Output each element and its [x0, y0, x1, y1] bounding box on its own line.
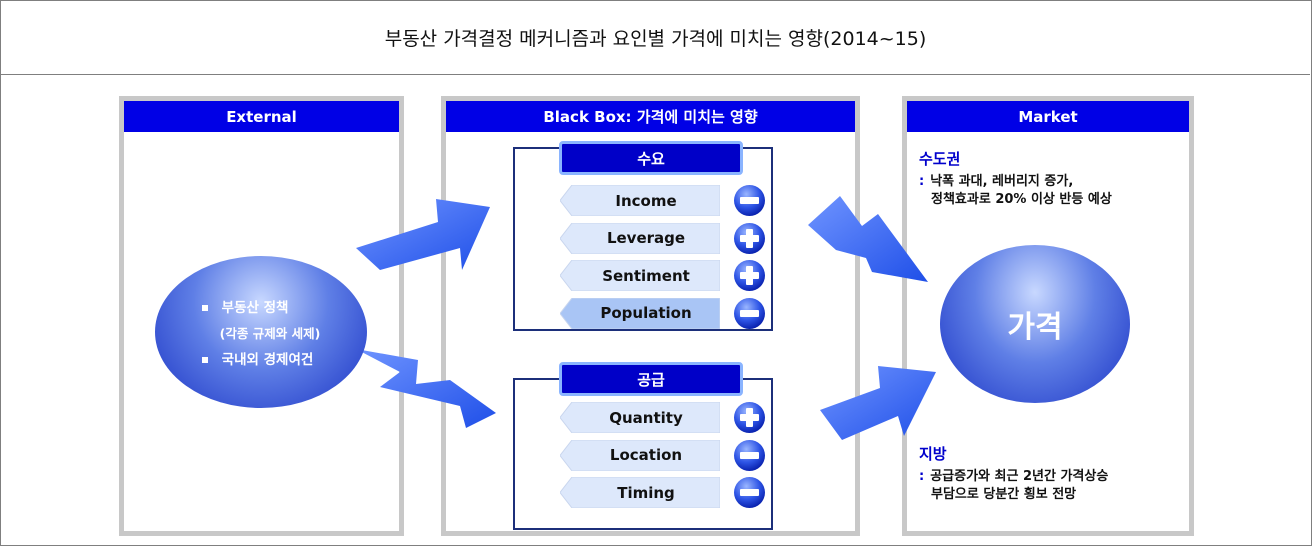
capital-line-1: 낙폭 과대, 레버리지 증가, — [930, 174, 1074, 189]
external-list: 부동산 정책 (각종 규제와 세제) 국내외 경제여건 — [201, 295, 321, 373]
factor-shape — [560, 185, 720, 216]
plus-icon — [734, 402, 765, 433]
arrow-external-to-supply — [356, 349, 496, 428]
factor-shape — [560, 402, 720, 433]
supply-label: 공급 — [559, 362, 743, 396]
plus-icon — [734, 260, 765, 291]
external-item-note: (각종 규제와 세제) — [219, 326, 321, 341]
local-colon: : — [919, 469, 925, 484]
factor-quantity: Quantity — [560, 402, 720, 433]
factor-label: Income — [615, 191, 677, 210]
external-ellipse: 부동산 정책 (각종 규제와 세제) 국내외 경제여건 — [155, 256, 367, 408]
local-region-note: 지방 : 공급증가와 최근 2년간 가격상승 부담으로 당분간 횡보 전망 — [919, 443, 1108, 504]
minus-icon — [734, 439, 765, 471]
factor-label: Leverage — [606, 229, 686, 247]
factor-shape — [560, 297, 720, 329]
bullet-icon — [201, 305, 208, 311]
local-region-heading: 지방 — [919, 445, 947, 463]
external-item: 부동산 정책 — [201, 295, 321, 321]
minus-icon — [734, 477, 765, 508]
local-line-2: 부담으로 당분간 횡보 전망 — [931, 487, 1077, 502]
factor-label: Population — [600, 304, 692, 322]
factor-label: Location — [609, 446, 683, 464]
price-ellipse: 가격 — [940, 245, 1130, 403]
capital-colon: : — [919, 174, 925, 189]
factor-label: Quantity — [609, 408, 683, 427]
capital-line-2: 정책효과로 20% 이상 반등 예상 — [931, 192, 1112, 207]
factor-sentiment: Sentiment — [560, 260, 720, 291]
external-header: External — [124, 101, 399, 132]
capital-region-note: 수도권 : 낙폭 과대, 레버리지 증가, 정책효과로 20% 이상 반등 예상 — [919, 148, 1112, 209]
external-item: 국내외 경제여건 — [201, 347, 321, 373]
demand-label: 수요 — [559, 141, 743, 175]
plus-icon — [734, 222, 765, 254]
arrow-supply-to-price — [820, 366, 936, 440]
blackbox-header: Black Box: 가격에 미치는 영향 — [446, 101, 855, 132]
capital-region-body: : 낙폭 과대, 레버리지 증가, 정책효과로 20% 이상 반등 예상 — [919, 173, 1112, 209]
factor-label: Sentiment — [602, 266, 690, 285]
factor-population: Population — [560, 297, 720, 329]
arrow-demand-to-price — [808, 196, 928, 282]
local-line-1: 공급증가와 최근 2년간 가격상승 — [930, 469, 1109, 484]
factor-income: Income — [560, 185, 720, 216]
local-region-body: : 공급증가와 최근 2년간 가격상승 부담으로 당분간 횡보 전망 — [919, 468, 1108, 504]
diagram-title: 부동산 가격결정 메커니즘과 요인별 가격에 미치는 영향(2014~15) — [1, 1, 1310, 75]
factor-leverage: Leverage — [560, 222, 720, 254]
factor-shape — [560, 477, 720, 508]
factor-shape — [560, 222, 720, 254]
factor-location: Location — [560, 439, 720, 471]
minus-icon — [734, 297, 765, 329]
factor-timing: Timing — [560, 477, 720, 508]
arrow-external-to-demand — [356, 199, 490, 270]
capital-region-heading: 수도권 — [919, 150, 961, 168]
factor-shape — [560, 439, 720, 471]
factor-shape — [560, 260, 720, 291]
market-header: Market — [907, 101, 1189, 132]
bullet-icon — [201, 357, 208, 363]
factor-label: Timing — [617, 483, 675, 502]
minus-icon — [734, 185, 765, 216]
